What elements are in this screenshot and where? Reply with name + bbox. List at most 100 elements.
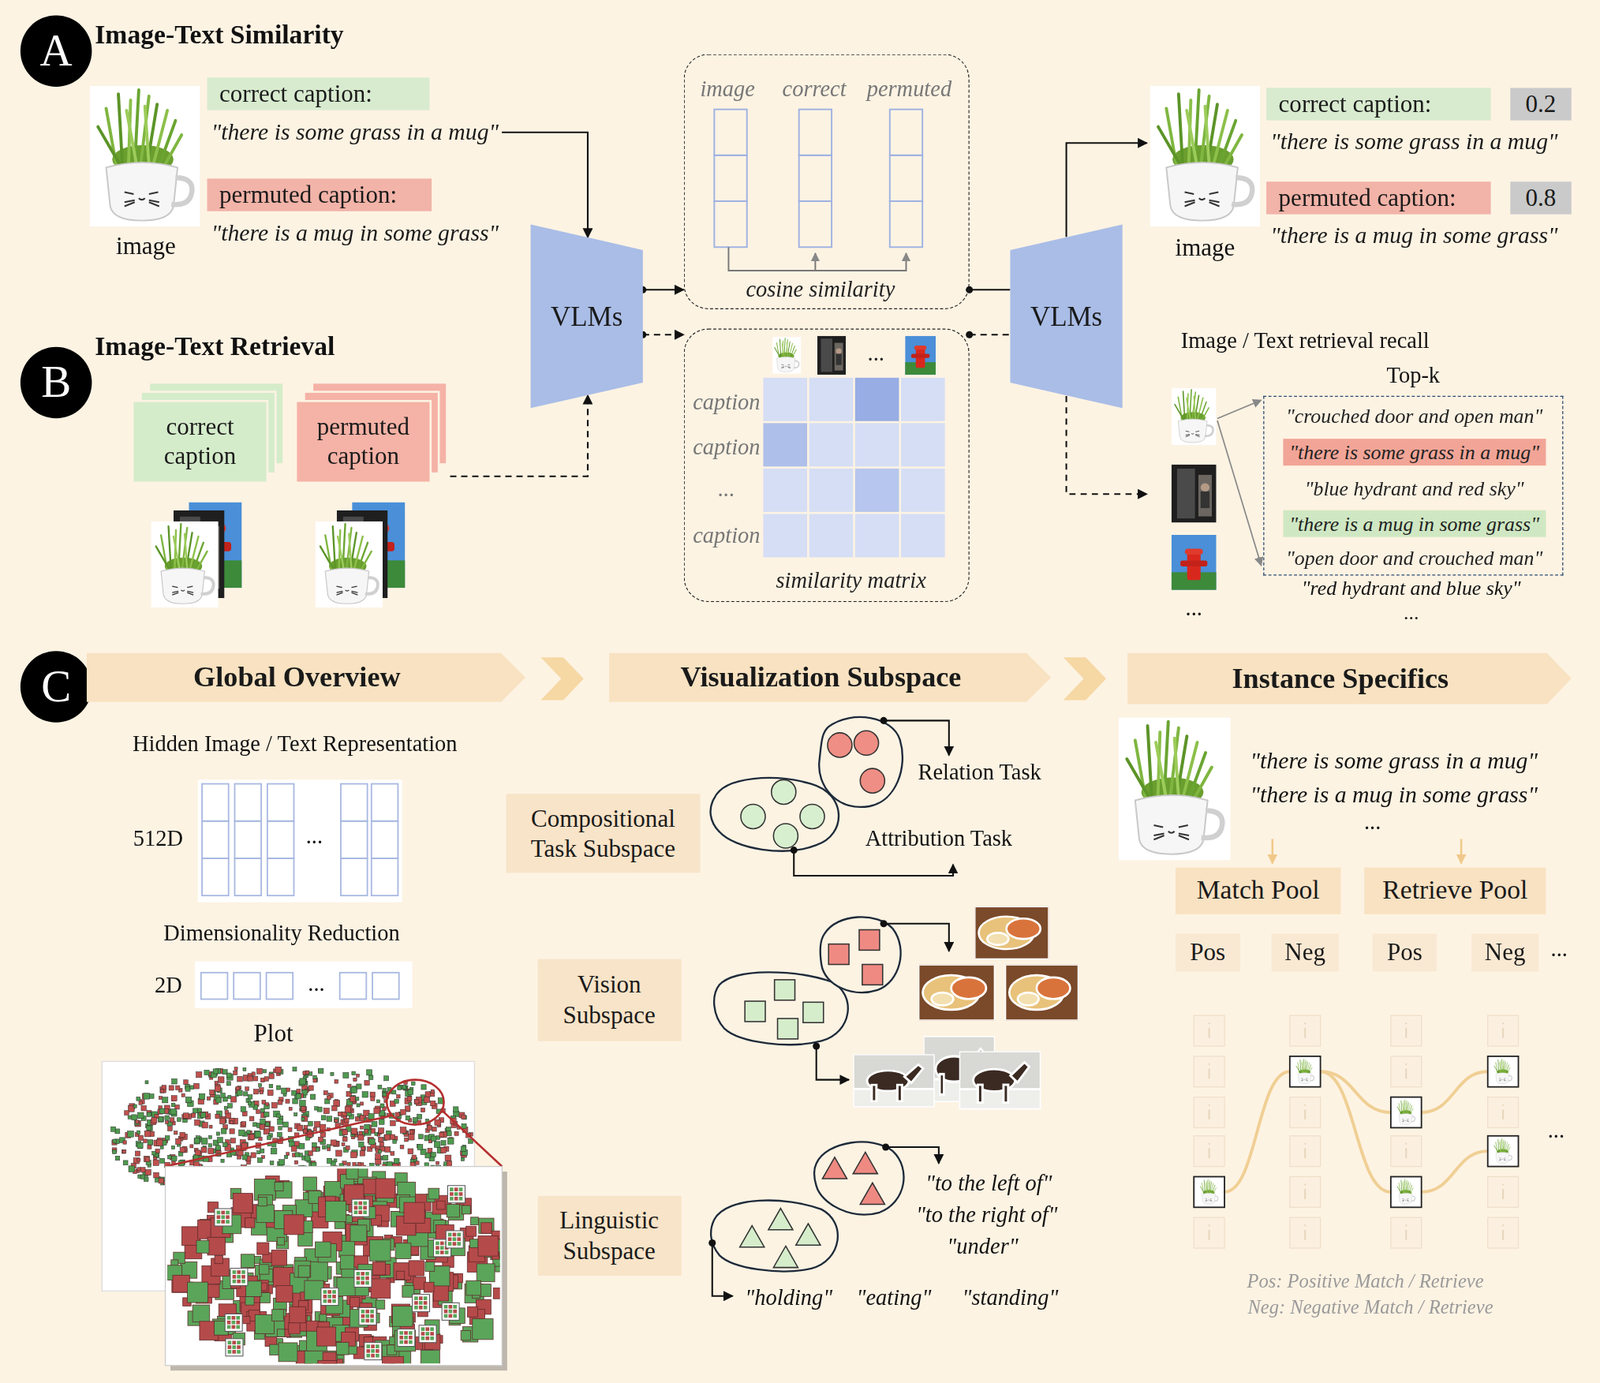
chevron — [540, 657, 584, 700]
scatter-point — [131, 1114, 138, 1121]
scatter-point — [461, 1114, 466, 1119]
stage-banner: Visualization Subspace — [609, 653, 1051, 703]
scatter-point — [271, 1102, 277, 1108]
scatter-point — [350, 1096, 356, 1103]
label-text: image — [115, 232, 176, 260]
cluster-dot — [880, 717, 888, 725]
vector-cell — [201, 972, 229, 1000]
scatter-point — [272, 1143, 277, 1148]
cluster-blob — [714, 971, 849, 1045]
scatter-point — [162, 1097, 169, 1103]
scatter-point — [429, 1100, 435, 1106]
thumbnail — [315, 521, 383, 608]
scatter-point — [447, 1138, 454, 1145]
scatter-point — [448, 1241, 453, 1246]
subspace-box: Vision Subspace — [538, 959, 681, 1041]
scatter-point — [257, 1242, 270, 1255]
node-text: "there is some grass in a mug" — [1270, 128, 1558, 155]
pool-grid — [1487, 1056, 1519, 1088]
scatter-point — [257, 1151, 261, 1155]
scatter-point — [327, 1289, 332, 1294]
scatter-point — [208, 1135, 212, 1139]
scatter-point — [333, 1100, 341, 1107]
node-text: VLMs — [1030, 300, 1103, 333]
scatter-point — [232, 1193, 253, 1214]
pool-grid — [1405, 1143, 1407, 1159]
node-text: Neg — [1484, 938, 1526, 967]
scatter-point — [143, 1139, 148, 1144]
scatter-point — [372, 1262, 386, 1275]
scatter-point — [208, 1143, 212, 1148]
label-text: Image-Text Retrieval — [94, 332, 335, 362]
scatter-point — [385, 1146, 391, 1152]
scatter-point — [225, 1338, 243, 1357]
scatter-point — [355, 1117, 359, 1122]
scatter-point — [407, 1148, 414, 1155]
scatter-point — [140, 1174, 145, 1179]
scatter-point — [265, 1102, 270, 1107]
scatter-point — [185, 1096, 191, 1103]
caption-stack: correct caption — [132, 381, 284, 483]
scatter-point — [183, 1080, 189, 1085]
scatter-point — [493, 1287, 501, 1299]
scatter-point — [369, 1138, 376, 1145]
node-text: VLMs — [550, 300, 623, 333]
pool-grid — [1198, 1178, 1219, 1206]
scatter-point — [304, 1155, 311, 1162]
scatter-point — [375, 1353, 380, 1358]
sample-photo — [959, 1050, 1041, 1110]
scatter-point — [417, 1144, 423, 1151]
cluster-member — [827, 732, 853, 758]
label-text: ... — [1551, 936, 1568, 961]
score-box: 0.2 — [1510, 87, 1572, 120]
scatter-point — [281, 1087, 288, 1094]
scatter-point — [158, 1096, 162, 1100]
scatter-point — [460, 1146, 467, 1152]
node-text: Match Pool — [1196, 875, 1320, 907]
node-text: Linguistic Subspace — [548, 1204, 671, 1267]
scatter-point — [249, 1116, 255, 1122]
label-text: "to the left of" — [925, 1171, 1053, 1197]
vector-cell — [340, 858, 368, 896]
scatter-point — [362, 1201, 367, 1206]
scatter-point — [185, 1086, 191, 1092]
scatter-point — [395, 1112, 400, 1118]
scatter-point — [236, 1279, 241, 1284]
scatter-point — [374, 1132, 378, 1136]
scatter-point — [317, 1136, 323, 1142]
caption-box: permuted caption:"there is a mug in some… — [207, 178, 499, 247]
cluster-member — [744, 1001, 766, 1022]
scatter-point — [225, 1338, 243, 1357]
scatter-point — [354, 1206, 359, 1211]
scatter-point — [299, 1153, 303, 1158]
cluster-dot — [708, 717, 890, 1247]
scatter-point — [276, 1237, 285, 1245]
scatter-point — [439, 1132, 445, 1138]
node-text: Pos — [1189, 938, 1226, 967]
scatter-point — [258, 1083, 262, 1087]
scatter-point — [411, 1081, 415, 1086]
scatter-point — [289, 1306, 307, 1324]
vector-cell — [234, 784, 262, 822]
sample-photo — [974, 906, 1049, 960]
scatter-point — [216, 1211, 221, 1215]
scatter-point — [427, 1125, 432, 1130]
scatter-point — [156, 1140, 163, 1147]
cluster-member — [852, 1151, 878, 1174]
scatter-point — [195, 1150, 201, 1156]
encoder-shape — [1009, 224, 1122, 409]
scatter-point — [264, 1121, 270, 1127]
label-text: ... — [1547, 1117, 1565, 1143]
scatter-point — [285, 1099, 290, 1103]
pool-grid — [1289, 1217, 1321, 1249]
scatter-point — [137, 1167, 141, 1171]
scatter-point — [408, 1102, 412, 1106]
scatter-point — [194, 1138, 200, 1144]
scatter-point — [256, 1068, 262, 1074]
label-text: ... — [1185, 595, 1203, 621]
scatter-point — [123, 1140, 127, 1144]
scatter-point — [321, 1145, 326, 1150]
scatter-point — [337, 1111, 342, 1116]
cluster-member — [768, 1208, 793, 1230]
vector-cell — [267, 784, 295, 822]
